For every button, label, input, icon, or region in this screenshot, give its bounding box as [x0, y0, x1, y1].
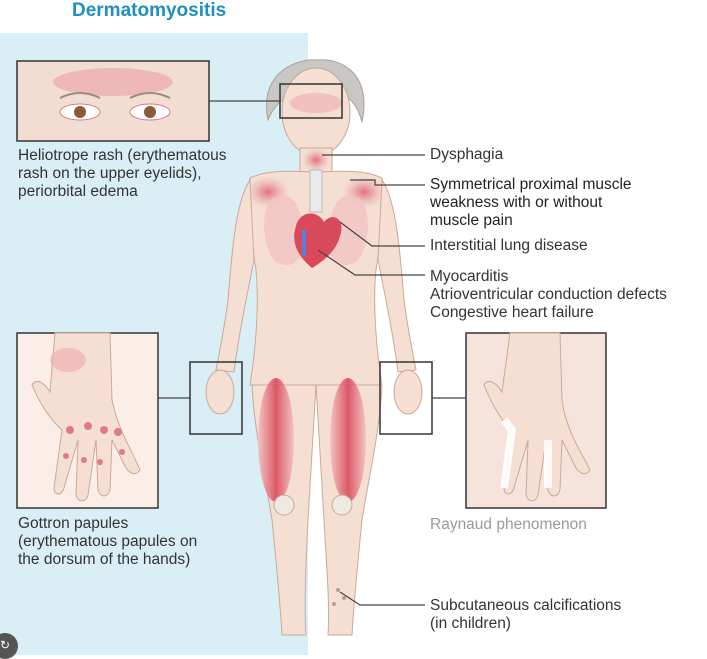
raynaud-label: Raynaud phenomenon [430, 516, 587, 533]
leader-lines [158, 100, 466, 606]
heliotrope-label: Heliotrope rash (erythematous rash on th… [18, 147, 227, 200]
right-arm [377, 178, 417, 373]
interstitial-lung-disease-label: Interstitial lung disease [430, 237, 588, 254]
gottron-label: Gottron papules (erythematous papules on… [18, 515, 198, 568]
cardiac-label: Myocarditis Atrioventricular conduction … [430, 268, 667, 321]
calcification-label: Subcutaneous calcifications (in children… [430, 597, 622, 632]
proximal-weakness-label: Symmetrical proximal muscle weakness wit… [430, 176, 632, 229]
right-thigh-muscle [330, 378, 366, 502]
left-arm [215, 178, 255, 373]
left-thigh-muscle [258, 378, 294, 502]
page-title: Dermatomyositis [72, 0, 227, 21]
dysphagia-label: Dysphagia [430, 146, 504, 163]
heart [294, 213, 342, 268]
corner-icon[interactable]: ↻ [0, 633, 18, 659]
